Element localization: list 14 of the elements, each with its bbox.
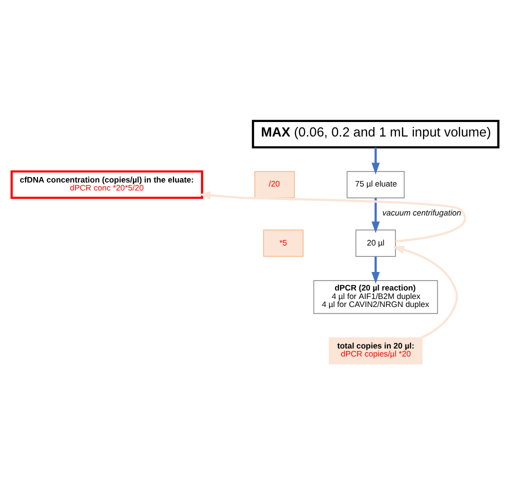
node-box: total copies in 20 µl: dPCR copies/µl *20 (328, 336, 423, 364)
arrow (198, 190, 466, 242)
node-box: cfDNA concentration (copies/µl) in the eluate: dPCR conc *20*5/20 (10, 170, 204, 198)
node-box: *5 (263, 229, 304, 256)
node-box: dPCR (20 µl reaction) 4 µl for AIF1/B2M duplex 4 µl for CAVIN2/NRGN duplex (313, 280, 438, 314)
node-box: 75 µl eluate (346, 170, 405, 198)
node-box: MAX (0.06, 0.2 and 1 mL input volume) (252, 119, 500, 148)
edge-label: vacuum centrifugation (382, 208, 462, 217)
arrow (392, 245, 458, 338)
node-box: 20 µl (356, 229, 396, 256)
arrow (372, 256, 380, 284)
node-box: /20 (254, 170, 295, 198)
arrow (372, 146, 380, 174)
arrow (372, 198, 380, 233)
